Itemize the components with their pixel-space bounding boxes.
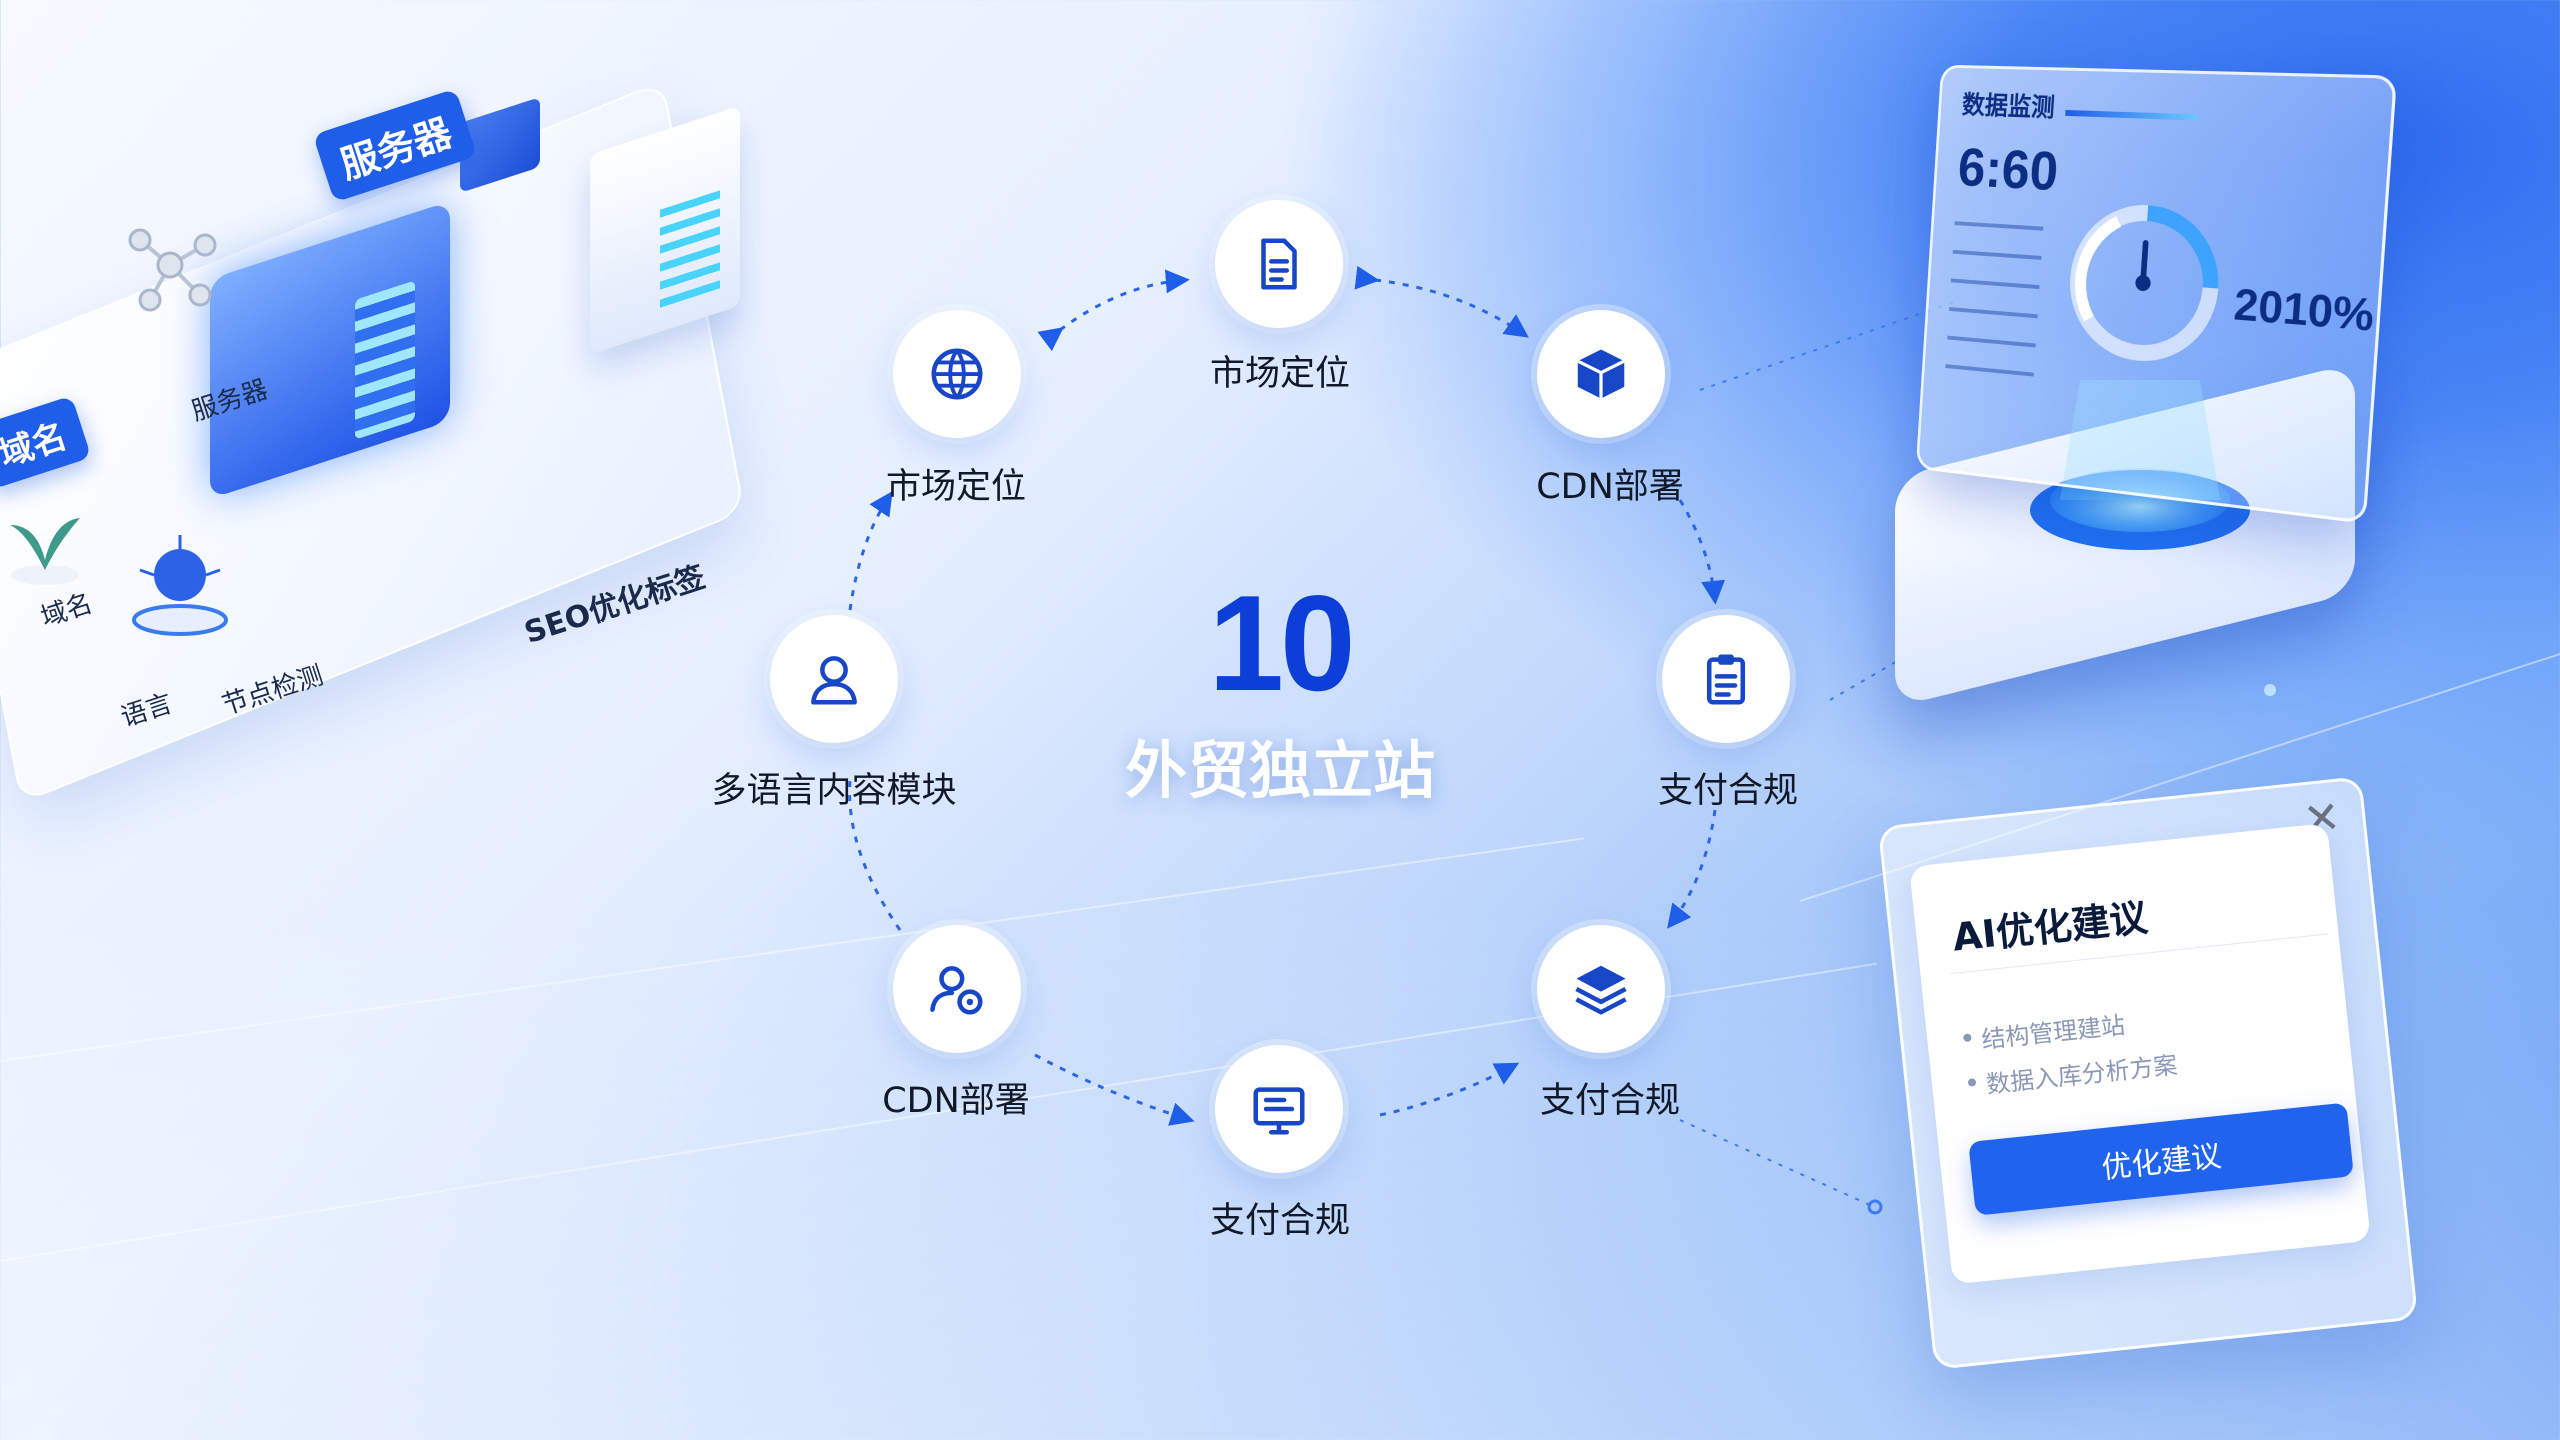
dashboard-value-left: 6:60 xyxy=(1956,135,2060,203)
bullet-icon xyxy=(1968,1078,1977,1087)
dashboard-value-right: 2010% xyxy=(2232,280,2375,342)
server-rack-lights xyxy=(660,190,720,309)
ring-node-label: 市场定位 xyxy=(1130,345,1430,396)
clipboard-icon xyxy=(1695,648,1757,710)
center-number: 10 xyxy=(1180,565,1380,721)
dashboard-header: 数据监测 xyxy=(1961,85,2056,124)
globe-icon xyxy=(926,343,988,405)
center-title: 外贸独立站 xyxy=(1080,720,1480,810)
ai-card-item: 结构管理建站 xyxy=(1980,1005,2127,1055)
network-molecule-icon xyxy=(110,210,230,320)
ring-node-clipboard[interactable] xyxy=(1662,615,1790,743)
ring-node-label: 支付合规 xyxy=(1460,1072,1760,1123)
ring-node-label: 支付合规 xyxy=(1130,1192,1430,1243)
server-cube-slots xyxy=(355,280,415,439)
ai-suggestion-card: ✕ AI优化建议 结构管理建站 数据入库分析方案 优化建议 xyxy=(1878,776,2418,1370)
connector xyxy=(1680,500,1715,600)
ring-node-label: CDN部署 xyxy=(1460,458,1760,509)
ai-card-item: 数据入库分析方案 xyxy=(1984,1045,2179,1100)
bullet-icon xyxy=(1963,1033,1972,1042)
connector xyxy=(1375,280,1525,335)
dashboard-progress xyxy=(2065,110,2197,121)
ring-node-cube[interactable] xyxy=(1537,310,1665,438)
document-icon xyxy=(1248,233,1310,295)
ai-card-body: AI优化建议 结构管理建站 数据入库分析方案 优化建议 xyxy=(1909,823,2371,1285)
ring-node-document[interactable] xyxy=(1215,200,1343,328)
dashboard-link-dot xyxy=(2264,684,2276,696)
gauge-icon xyxy=(2054,189,2237,381)
ring-node-user-settings[interactable] xyxy=(893,925,1021,1053)
connector xyxy=(1060,280,1185,330)
monitor-dashboard: 数据监测 6:60 2010% xyxy=(1916,65,2397,524)
ring-node-layers[interactable] xyxy=(1537,925,1665,1053)
monitor-icon xyxy=(1248,1078,1310,1140)
dashboard-list-lines xyxy=(1944,221,2044,402)
user-settings-icon xyxy=(926,958,988,1020)
ring-node-monitor[interactable] xyxy=(1215,1045,1343,1173)
ai-card-title: AI优化建议 xyxy=(1950,886,2150,961)
cube-icon xyxy=(1570,343,1632,405)
plant-icon xyxy=(0,480,90,590)
ring-node-label: CDN部署 xyxy=(806,1072,1106,1123)
layers-icon xyxy=(1570,958,1632,1020)
globe-node-icon xyxy=(120,530,240,640)
ring-node-globe[interactable] xyxy=(893,310,1021,438)
server-platform-scene: 服务器 域名 服务器 SEO优化标签 域名 语言 节点检测 xyxy=(0,90,860,810)
ring-node-label: 支付合规 xyxy=(1578,762,1878,813)
optimize-button[interactable]: 优化建议 xyxy=(1968,1102,2354,1215)
